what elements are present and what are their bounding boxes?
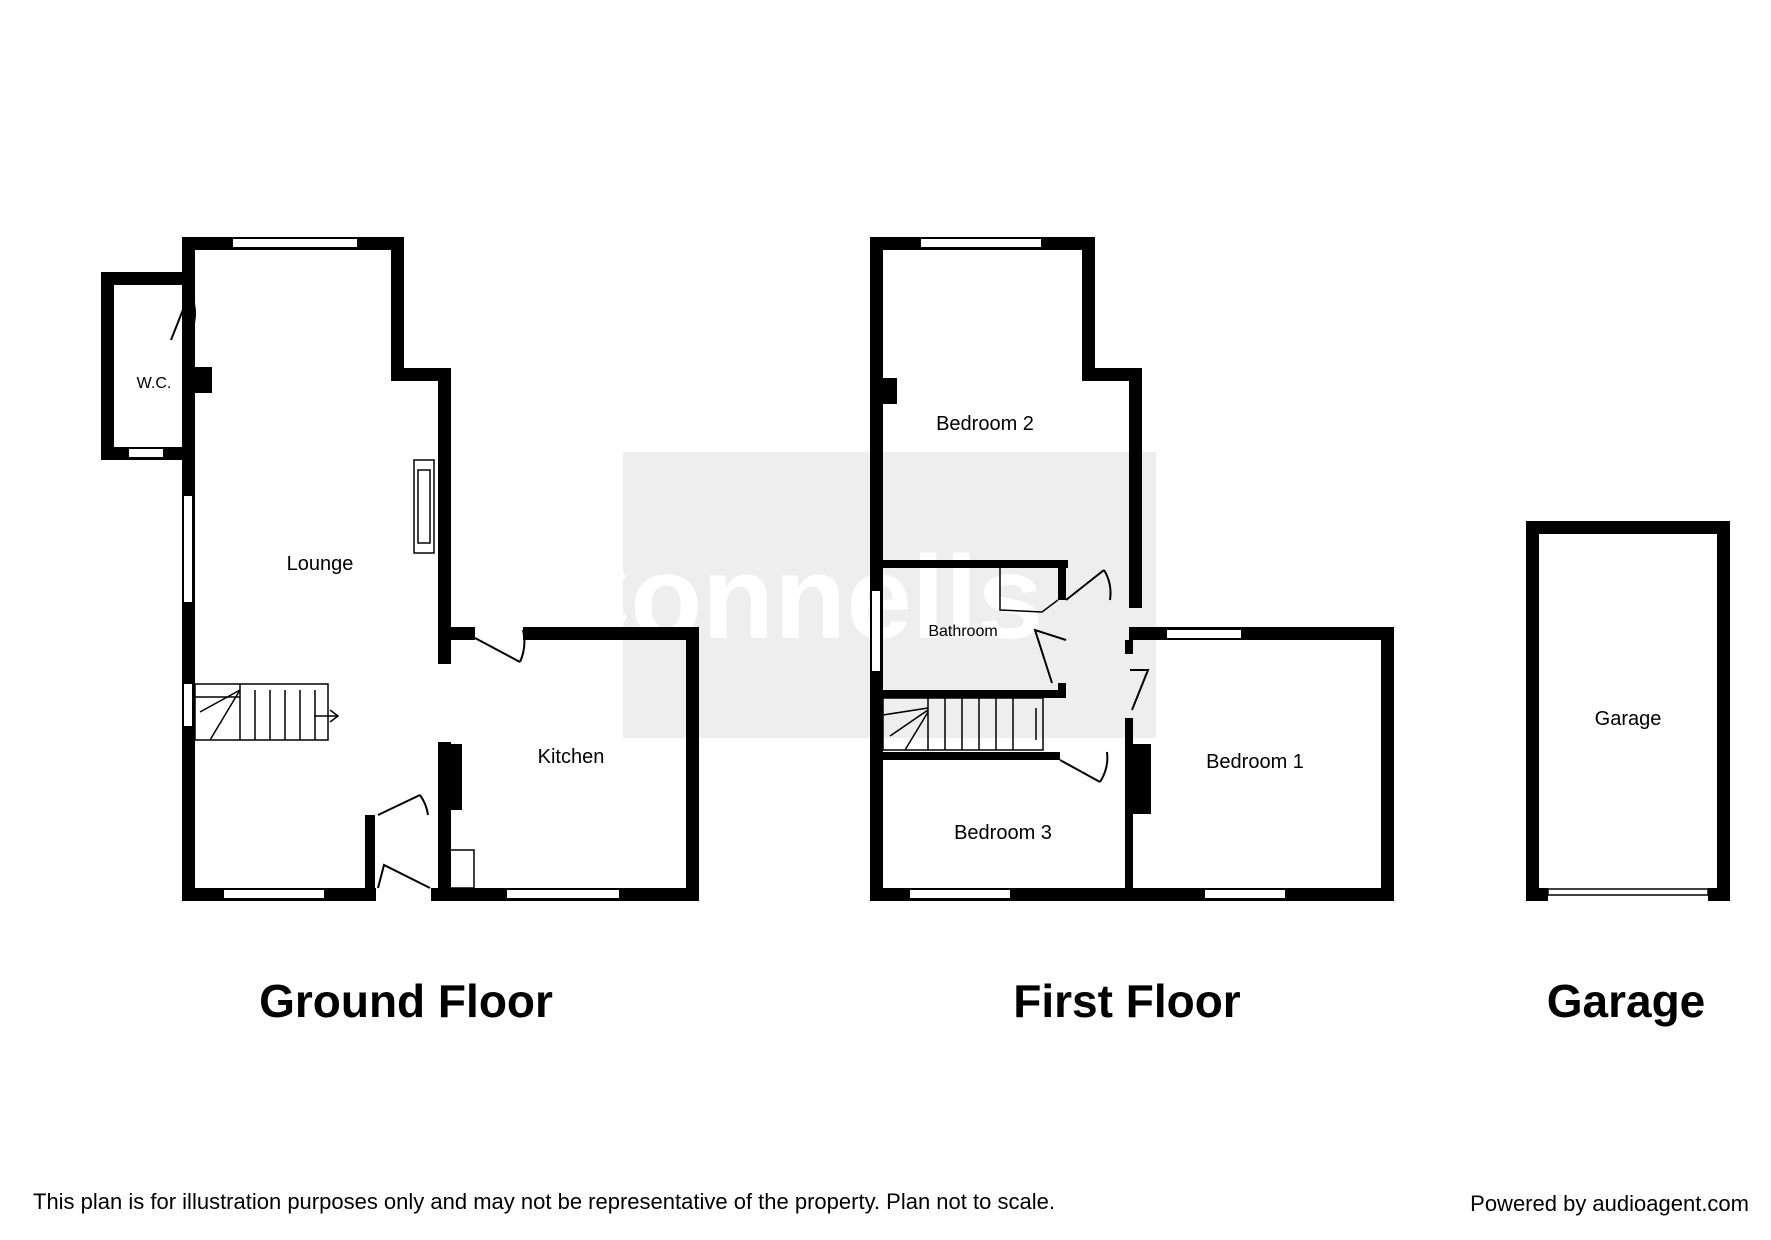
door-swing [474,629,526,663]
room-label-wc: W.C. [137,375,172,392]
staircase [194,683,340,741]
ground-floor-walls [101,237,699,901]
door-swing [170,291,197,341]
first-floor-title: First Floor [1013,975,1241,1027]
first-floor-windows [870,237,1287,900]
first-floor-plan: Bedroom 2 Bathroom Bedroom 3 Bedroom 1 F… [870,237,1394,1027]
room-label-kitchen: Kitchen [538,746,605,768]
ground-floor-windows [127,237,621,900]
door-swing [1033,628,1067,684]
door-swing [377,794,429,816]
garage-walls [1526,521,1730,901]
window [870,589,882,673]
fireplace [413,459,435,554]
ground-floor-title: Ground Floor [259,975,553,1027]
door-swing [1065,569,1112,601]
cupboard [443,849,475,889]
ground-floor-fixtures [194,459,475,889]
fireplace-inner [417,469,431,544]
room-label-bathroom: Bathroom [928,623,997,640]
door-swing [1130,669,1150,711]
room-label-garage: Garage [1595,708,1662,730]
window [182,494,194,604]
room-label-lounge: Lounge [287,553,354,575]
staircase [882,697,1044,751]
window [222,888,326,900]
window [182,682,194,728]
garage-door [1547,888,1709,896]
room-label-bedroom-1: Bedroom 1 [1206,751,1304,773]
window [908,888,1012,900]
first-floor-fixtures [882,568,1059,751]
watermark-text: Connells [545,532,1043,664]
room-label-bedroom-2: Bedroom 2 [936,413,1034,435]
window [1165,628,1243,640]
first-floor-doors [1033,569,1150,783]
ground-floor-doors [170,291,526,889]
window [919,237,1043,249]
bath [999,568,1059,613]
ground-floor-plan: W.C. Lounge Kitchen Ground Floor [101,237,699,1027]
door-swing [377,863,431,889]
window [127,447,165,459]
room-label-bedroom-3: Bedroom 3 [954,822,1052,844]
window [1203,888,1287,900]
door-swing [1059,751,1109,783]
garage-title: Garage [1547,975,1706,1027]
powered-by-text: Powered by audioagent.com [1470,1191,1749,1216]
disclaimer-text: This plan is for illustration purposes o… [33,1189,1055,1214]
window [505,888,621,900]
window [231,237,359,249]
garage-plan: Garage Garage [1526,521,1730,1027]
